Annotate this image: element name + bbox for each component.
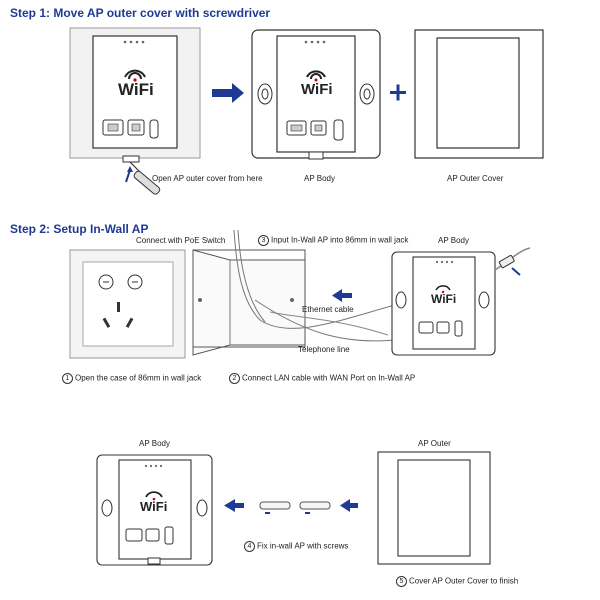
ap-body-step3 [96,454,213,566]
step-number: 2 [229,373,240,384]
step-text: Fix in-wall AP with screws [257,541,349,551]
wifi-text: WiFi [431,292,457,306]
step-text: Open the case of 86mm in wall jack [75,373,202,383]
step-number: 4 [244,541,255,552]
arrow-left-icon [332,289,352,302]
step1-title: Step 1: Move AP outer cover with screwdr… [10,6,271,20]
ap-body-label: AP Body [139,439,170,448]
screw-icon [299,501,331,514]
in-wall-box [192,249,306,356]
poe-switch-label: Connect with PoE Switch [136,236,226,245]
ap-device-front [69,27,201,163]
telephone-line-label: Telephone line [298,345,350,354]
arrow-left-icon [224,499,244,512]
open-cover-caption: Open AP outer cover from here [152,174,263,183]
plus-icon [390,84,406,101]
step-number: 5 [396,576,407,587]
screw-icon [259,501,291,514]
wifi-text: WiFi [301,81,333,98]
wall-jack [69,249,186,359]
wifi-logo-icon [124,69,146,82]
ap-outer-cover [414,29,544,159]
wifi-text: WiFi [140,499,168,514]
step2-title: Step 2: Setup In-Wall AP [10,222,149,236]
ap-outer-label: AP Outer [418,439,451,448]
arrow-left-icon [340,499,358,512]
step-text: Input In-Wall AP into 86mm in wall jack [271,235,409,245]
ap-body-caption: AP Body [304,174,335,183]
step-text: Connect LAN cable with WAN Port on In-Wa… [242,373,416,383]
ethernet-cable-label: Ethernet cable [302,305,354,314]
ethernet-plug-icon [494,247,531,276]
ap-body-device [251,29,381,160]
step-number: 3 [258,235,269,246]
ap-outer-step3 [377,451,491,565]
arrow-right-icon [212,83,244,103]
step-text: Cover AP Outer Cover to finish [409,576,519,586]
screwdriver-icon [125,161,161,195]
step-number: 1 [62,373,73,384]
ap-body-step2 [391,251,496,356]
wifi-text: WiFi [118,80,154,99]
ap-outer-cover-caption: AP Outer Cover [447,174,504,183]
ap-body-label: AP Body [438,236,469,245]
